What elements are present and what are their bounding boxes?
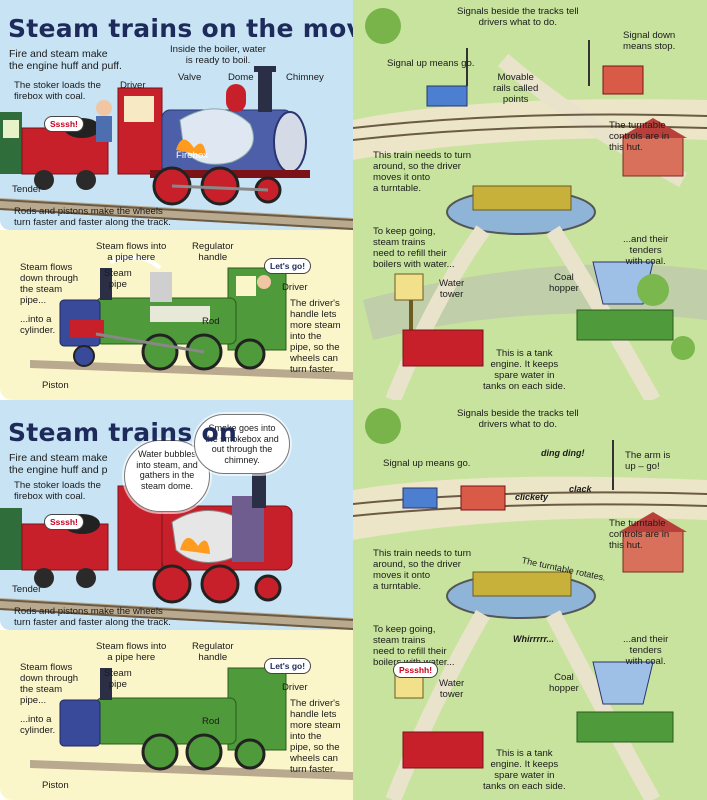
label-steam-pipe: Steam pipe (104, 668, 132, 690)
page-left-top: Steam trains on the move Fire and steam … (0, 0, 380, 400)
caption-cylinder: ...into a cylinder. (20, 714, 56, 736)
stoker-figure (96, 100, 112, 142)
speech-bubble-pssshh: Pssshh! (393, 662, 439, 678)
cloud-smoke: Smoke goes into the smokebox and out thr… (194, 414, 290, 474)
label-driver-2: Driver (282, 282, 308, 293)
caption-drivers-handle: The driver's handle lets more steam into… (290, 298, 341, 375)
caption-cylinder: ...into a cylinder. (20, 314, 56, 336)
caption-drivers-handle: The driver's handle lets more steam into… (290, 698, 341, 775)
label-tender: Tender (12, 184, 42, 195)
caption-fire: Fire and steam make the engine huff and … (9, 452, 108, 476)
caption-boiler: Inside the boiler, water is ready to boi… (170, 44, 266, 66)
label-rod: Rod (202, 716, 220, 727)
caption-turn-around: This train needs to turn around, so the … (373, 548, 472, 592)
caption-fire: Fire and steam make the engine huff and … (9, 48, 122, 72)
red-engine-body (117, 66, 310, 178)
label-water-tower: Water tower (439, 278, 465, 300)
page-right-top: Signals beside the tracks tell drivers w… (353, 0, 707, 400)
caption-rods: Rods and pistons make the wheels turn fa… (14, 206, 171, 228)
caption-flows-down: Steam flows down through the steam pipe.… (20, 662, 79, 706)
caption-turntable-hut: The turntable controls are in this hut. (609, 518, 670, 551)
spread-bottom: Water bubbles into steam, and gathers in… (0, 400, 707, 800)
red-engine-wheels (152, 166, 282, 206)
sound-clickety: clickety (515, 492, 549, 502)
left-page-illustration (0, 66, 353, 380)
label-chimney: Chimney (286, 72, 324, 83)
track-rails (0, 198, 353, 230)
label-regulator: Regulator handle (192, 241, 234, 263)
label-driver: Driver (120, 80, 146, 91)
page-title: Steam trains on (8, 418, 238, 447)
caption-movable-rails: Movable rails called points (493, 72, 539, 105)
caption-turn-around: This train needs to turn around, so the … (373, 150, 472, 194)
sound-ding: ding ding! (541, 448, 585, 458)
right-page-illustration (353, 8, 707, 400)
sound-whirr: Whirrrrr... (513, 634, 555, 644)
caption-tank-engine: This is a tank engine. It keeps spare wa… (483, 748, 566, 792)
caption-flows-into: Steam flows into a pipe here (96, 641, 167, 663)
label-firebox: Firebox (176, 150, 208, 161)
caption-signal-up: Signal up means go. (383, 458, 471, 469)
caption-signal-down: Signal down means stop. (623, 30, 676, 52)
page-left-bottom: Water bubbles into steam, and gathers in… (0, 400, 353, 800)
speech-bubble-lets-go: Let's go! (264, 258, 312, 274)
label-regulator: Regulator handle (192, 641, 234, 663)
caption-tenders: ...and their tenders with coal. (623, 634, 669, 667)
speech-bubble-ssssh: Ssssh! (44, 116, 84, 132)
left-page-illustration (0, 464, 353, 780)
green-engine (30, 255, 353, 380)
caption-tenders: ...and their tenders with coal. (623, 234, 669, 267)
sound-clack: clack (569, 484, 592, 494)
tender (21, 118, 109, 190)
page-right-bottom: Signals beside the tracks tell drivers w… (353, 400, 707, 800)
caption-stoker: The stoker loads the firebox with coal. (14, 80, 101, 102)
caption-signal-up: Signal up means go. (387, 58, 475, 69)
label-valve: Valve (178, 72, 202, 83)
label-coal-hopper: Coal hopper (549, 272, 579, 294)
label-dome: Dome (228, 72, 254, 83)
spread-top: Steam trains on the move Fire and steam … (0, 0, 707, 400)
caption-rods: Rods and pistons make the wheels turn fa… (14, 606, 171, 628)
label-driver-2: Driver (282, 682, 308, 693)
right-page-illustration (353, 408, 707, 800)
passenger-coach (0, 112, 22, 174)
caption-flows-down: Steam flows down through the steam pipe.… (20, 262, 79, 306)
label-piston: Piston (42, 380, 69, 391)
caption-signals: Signals beside the tracks tell drivers w… (457, 6, 579, 28)
label-water-tower: Water tower (439, 678, 465, 700)
caption-signals: Signals beside the tracks tell drivers w… (457, 408, 579, 430)
caption-flows-into: Steam flows into a pipe here (96, 241, 167, 263)
caption-arm-up: The arm is up – go! (625, 450, 671, 472)
caption-stoker: The stoker loads the firebox with coal. (14, 480, 101, 502)
label-piston: Piston (42, 780, 69, 791)
label-coal-hopper: Coal hopper (549, 672, 579, 694)
caption-tank-engine: This is a tank engine. It keeps spare wa… (483, 348, 566, 392)
speech-bubble-ssssh: Ssssh! (44, 514, 84, 530)
label-tender: Tender (12, 584, 42, 595)
caption-turntable-hut: The turntable controls are in this hut. (609, 120, 670, 153)
speech-bubble-lets-go: Let's go! (264, 658, 312, 674)
label-steam-pipe: Steam pipe (104, 268, 132, 290)
page-title: Steam trains on the move (8, 14, 381, 43)
caption-keep-going: To keep going, steam trains need to refi… (373, 226, 455, 270)
label-rod: Rod (202, 316, 220, 327)
